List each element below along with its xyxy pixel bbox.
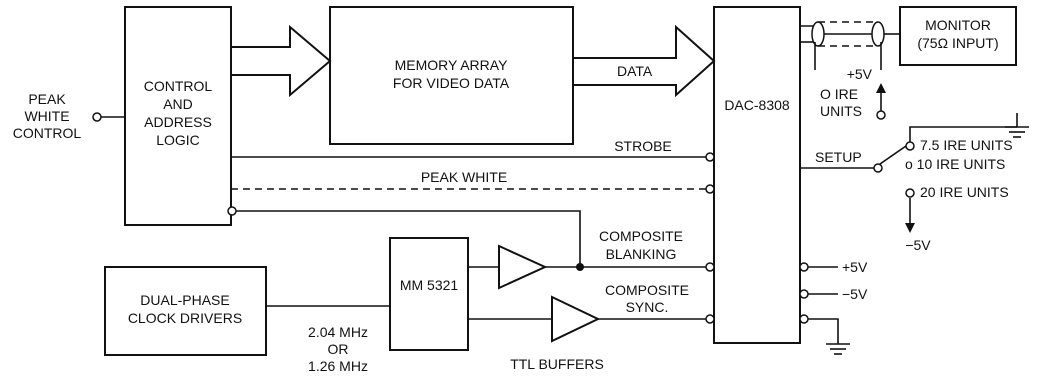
peak-white-control-line-2: WHITE — [24, 108, 69, 124]
ttl-buffer-sync — [551, 295, 601, 343]
dac-ground-terminal — [799, 314, 809, 324]
zero-ire-line-1: O IRE — [820, 86, 858, 102]
blanking-junction-dot — [576, 263, 584, 271]
control-logic-line-1: CONTROL — [144, 78, 213, 94]
peak-white-label: PEAK WHITE — [421, 169, 507, 185]
setup-switch-pivot — [873, 163, 883, 173]
memory-array-block: MEMORY ARRAY FOR VIDEO DATA — [329, 6, 574, 145]
composite-blanking-line-1: COMPOSITE — [599, 228, 683, 244]
strobe-label: STROBE — [614, 138, 672, 154]
ttl-buffers-label: TTL BUFFERS — [510, 356, 604, 372]
composite-blanking-line-2: BLANKING — [606, 246, 677, 262]
composite-blanking-terminal — [705, 262, 715, 272]
peak-white-control-terminal — [92, 112, 102, 122]
data-label: DATA — [617, 63, 653, 79]
clock-drivers-line-1: DUAL-PHASE — [140, 292, 229, 308]
opt-10-label: o 10 IRE UNITS — [905, 156, 1005, 172]
control-logic-line-3: ADDRESS — [144, 114, 212, 130]
clock-freq-line-2: OR — [328, 341, 349, 357]
blanking-feedback-wire — [236, 210, 581, 267]
clock-freq-line-1: 2.04 MHz — [308, 324, 368, 340]
ground-symbol-bottom — [826, 343, 850, 355]
opt-20-minus5v-label: −5V — [905, 237, 931, 253]
coax-cable — [800, 21, 900, 70]
composite-sync-line-2: SYNC. — [626, 299, 669, 315]
strobe-terminal — [705, 152, 715, 162]
dac-minus5v-terminal — [799, 289, 809, 299]
setup-switch-arm — [879, 145, 907, 165]
mm5321-block: MM 5321 — [389, 237, 469, 351]
ground-symbol-top — [1005, 126, 1029, 138]
memory-array-line-2: FOR VIDEO DATA — [393, 75, 510, 91]
dac-plus5v-terminal — [799, 262, 809, 272]
control-logic-line-4: LOGIC — [156, 132, 200, 148]
opt-20-label: 20 IRE UNITS — [920, 184, 1009, 200]
dac-minus5v-label: −5V — [842, 286, 868, 302]
dac-ground-wire — [808, 318, 839, 344]
monitor-line-1: MONITOR — [925, 17, 991, 33]
bus-arrow-memory-to-dac — [572, 24, 716, 98]
setup-label: SETUP — [815, 149, 862, 165]
bus-arrow-logic-to-memory — [230, 24, 332, 98]
zero-ire-terminal — [876, 110, 886, 120]
monitor-block: MONITOR (75Ω INPUT) — [899, 6, 1017, 66]
zero-ire-line-2: UNITS — [820, 103, 862, 119]
mm5321-label: MM 5321 — [400, 277, 459, 293]
clock-drivers-block: DUAL-PHASE CLOCK DRIVERS — [104, 266, 267, 356]
blanking-source-terminal — [227, 206, 237, 216]
control-logic-line-2: AND — [163, 96, 193, 112]
control-address-logic-block: CONTROL AND ADDRESS LOGIC — [124, 6, 232, 226]
dac-label: DAC-8308 — [724, 97, 790, 113]
monitor-line-2: (75Ω INPUT) — [917, 35, 998, 51]
peak-white-control-line-3: CONTROL — [13, 125, 82, 141]
clock-freq-line-3: 1.26 MHz — [308, 358, 368, 374]
dac-plus5v-label: +5V — [842, 259, 868, 275]
opt-75-label: 7.5 IRE UNITS — [920, 137, 1013, 153]
clock-drivers-line-2: CLOCK DRIVERS — [128, 310, 242, 326]
opt-20-terminal — [905, 188, 915, 198]
ttl-buffer-blanking — [498, 244, 548, 290]
composite-sync-terminal — [705, 314, 715, 324]
memory-array-line-1: MEMORY ARRAY — [395, 57, 508, 73]
peak-white-control-line-1: PEAK — [28, 91, 66, 107]
ground-wire-75 — [909, 126, 1017, 142]
peak-white-terminal — [705, 184, 715, 194]
composite-sync-line-1: COMPOSITE — [605, 282, 689, 298]
dac-8308-block: DAC-8308 — [713, 6, 801, 344]
opt-75-terminal — [905, 141, 915, 151]
zero-ire-plus5v-label: +5V — [847, 66, 873, 82]
